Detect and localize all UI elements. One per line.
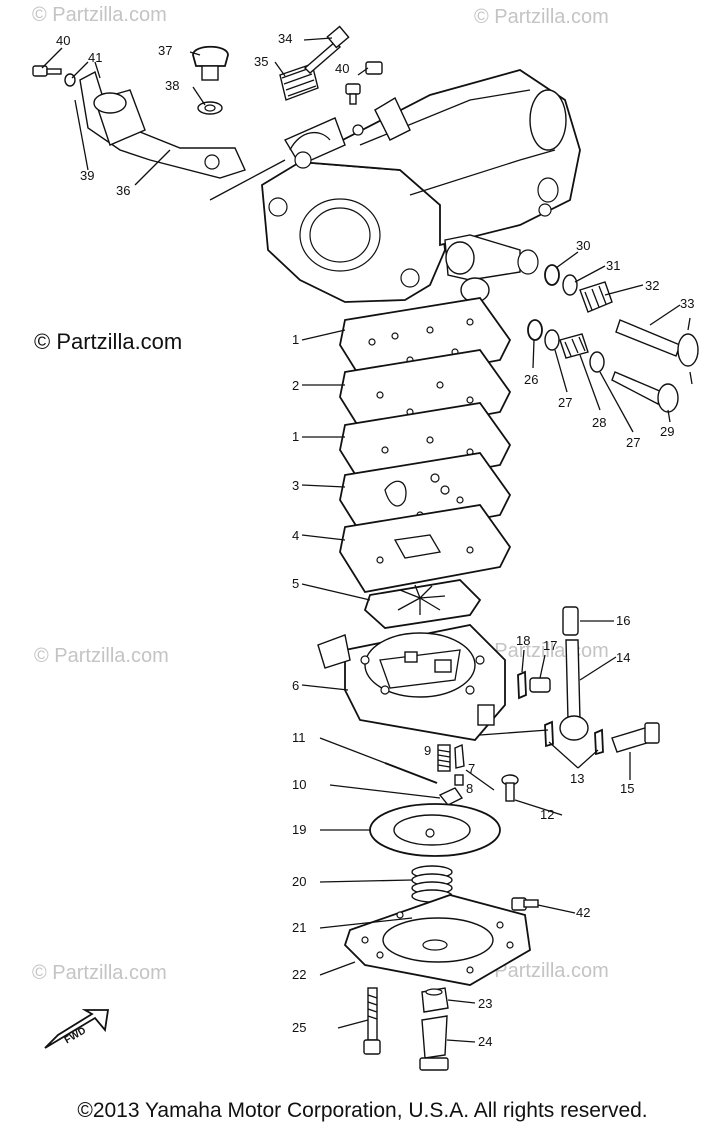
callout-34: 34 bbox=[278, 31, 292, 46]
oring-30 bbox=[544, 264, 560, 286]
callout-36: 36 bbox=[116, 183, 130, 198]
diaphragm-19 bbox=[369, 803, 501, 857]
callout-5: 5 bbox=[292, 576, 299, 591]
callout-37: 37 bbox=[158, 43, 172, 58]
callout-18: 18 bbox=[516, 633, 530, 648]
callout-1-lower: 1 bbox=[292, 429, 299, 444]
callout-42: 42 bbox=[576, 905, 590, 920]
callout-27b: 27 bbox=[626, 435, 640, 450]
callout-10: 10 bbox=[292, 777, 306, 792]
screw-12 bbox=[501, 774, 519, 802]
callout-23: 23 bbox=[478, 996, 492, 1011]
washer-38 bbox=[197, 101, 223, 115]
spring-35 bbox=[279, 63, 319, 101]
callout-29: 29 bbox=[660, 424, 674, 439]
cap-16 bbox=[562, 606, 579, 636]
gasket-4 bbox=[339, 504, 512, 593]
callout-16: 16 bbox=[616, 613, 630, 628]
callout-28: 28 bbox=[592, 415, 606, 430]
callout-38: 38 bbox=[165, 78, 179, 93]
callout-35: 35 bbox=[254, 54, 268, 69]
callout-17: 17 bbox=[543, 638, 557, 653]
callout-25: 25 bbox=[292, 1020, 306, 1035]
callout-24: 24 bbox=[478, 1034, 492, 1049]
watermark-center-left: © Partzilla.com bbox=[34, 329, 183, 354]
fitting-24 bbox=[419, 1015, 449, 1071]
callout-7: 7 bbox=[468, 761, 475, 776]
watermark-mid-left: © Partzilla.com bbox=[34, 645, 169, 667]
callout-32: 32 bbox=[645, 278, 659, 293]
bushing-17 bbox=[529, 677, 551, 693]
watermark-bottom-right: © Partzilla.com bbox=[474, 960, 609, 982]
leader-lines bbox=[41, 37, 681, 1043]
callout-19: 19 bbox=[292, 822, 306, 837]
callout-33: 33 bbox=[680, 296, 694, 311]
callout-9: 9 bbox=[424, 743, 431, 758]
watermark-bottom-left: © Partzilla.com bbox=[32, 962, 167, 984]
cover-22 bbox=[343, 894, 531, 986]
callout-2: 2 bbox=[292, 378, 299, 393]
clip-18 bbox=[517, 670, 527, 700]
callout-20: 20 bbox=[292, 874, 306, 889]
callout-14: 14 bbox=[616, 650, 630, 665]
watermark-top-right: © Partzilla.com bbox=[474, 6, 609, 28]
callout-13: 13 bbox=[570, 771, 584, 786]
oring-26 bbox=[527, 319, 543, 341]
fwd-arrow: FWD bbox=[44, 1009, 110, 1049]
plug-37 bbox=[192, 45, 229, 81]
callout-39: 39 bbox=[80, 168, 94, 183]
spring-28 bbox=[559, 333, 589, 359]
lever-10 bbox=[438, 787, 464, 806]
rod-11 bbox=[384, 762, 438, 784]
washer-27a bbox=[544, 329, 560, 351]
carburetor-body bbox=[261, 69, 581, 303]
callout-40-right: 40 bbox=[335, 61, 349, 76]
spring-9 bbox=[437, 744, 451, 772]
screw-40-right bbox=[345, 61, 383, 105]
callout-22: 22 bbox=[292, 967, 306, 982]
washer-31 bbox=[562, 274, 578, 296]
callout-40-left: 40 bbox=[56, 33, 70, 48]
screw-34 bbox=[303, 25, 350, 74]
watermark-top-left: © Partzilla.com bbox=[32, 4, 167, 26]
clips-13 bbox=[544, 720, 604, 756]
callout-31: 31 bbox=[606, 258, 620, 273]
copyright-footer: ©2013 Yamaha Motor Corporation, U.S.A. A… bbox=[77, 1099, 648, 1122]
callout-26: 26 bbox=[524, 372, 538, 387]
washer-27b bbox=[589, 351, 605, 373]
callout-8: 8 bbox=[466, 781, 473, 796]
screw-25 bbox=[363, 987, 381, 1055]
screw-40-left bbox=[32, 65, 62, 77]
callout-1-top: 1 bbox=[292, 332, 299, 347]
pilot-screw-33 bbox=[615, 317, 699, 385]
callout-41: 41 bbox=[88, 50, 102, 65]
shaft-14 bbox=[559, 639, 589, 741]
callout-27a: 27 bbox=[558, 395, 572, 410]
callout-3: 3 bbox=[292, 478, 299, 493]
callout-11: 11 bbox=[292, 730, 306, 745]
callout-numbers: 40 41 39 36 37 38 35 34 40 30 31 32 33 1… bbox=[56, 31, 694, 1049]
fwd-label: FWD bbox=[63, 1025, 88, 1046]
nut-23 bbox=[421, 987, 449, 1013]
spring-32 bbox=[579, 281, 613, 313]
throttle-lever-bracket bbox=[79, 61, 246, 179]
callout-4: 4 bbox=[292, 528, 299, 543]
callout-21: 21 bbox=[292, 920, 306, 935]
pump-body-6 bbox=[317, 624, 506, 741]
screw-15 bbox=[611, 722, 660, 753]
needle-29 bbox=[611, 371, 679, 413]
callout-30: 30 bbox=[576, 238, 590, 253]
callout-15: 15 bbox=[620, 781, 634, 796]
screen-5 bbox=[363, 579, 482, 629]
callout-12: 12 bbox=[540, 807, 554, 822]
callout-6: 6 bbox=[292, 678, 299, 693]
screw-42 bbox=[511, 897, 539, 911]
screw-8 bbox=[454, 774, 464, 786]
valve-7 bbox=[454, 743, 465, 769]
